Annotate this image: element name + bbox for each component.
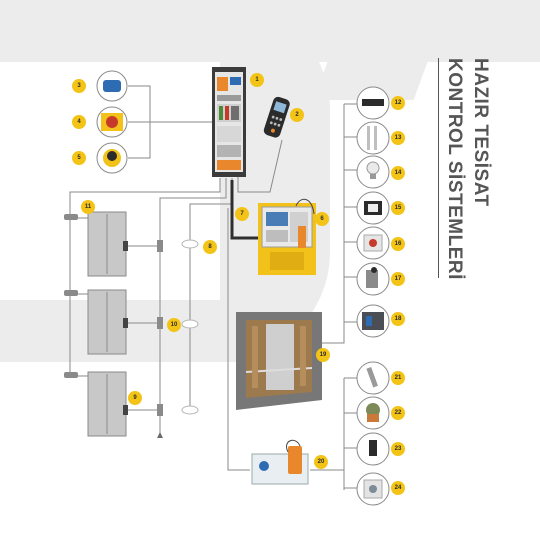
callout-11: 11	[81, 200, 95, 214]
callout-21: 21	[391, 371, 405, 385]
elevator-car	[236, 312, 322, 410]
callout-14: 14	[391, 166, 405, 180]
title-line-2: KONTROL SİSTEMLERİ	[444, 58, 465, 280]
callout-18: 18	[391, 312, 405, 326]
left-switches	[96, 70, 128, 174]
right-component-glyphs	[362, 99, 384, 499]
callout-9: 9	[128, 391, 142, 405]
landing-doors	[87, 211, 128, 437]
callout-19: 19	[316, 348, 330, 362]
inspection-box	[251, 439, 309, 485]
callout-10: 10	[167, 318, 181, 332]
callout-4: 4	[72, 115, 86, 129]
callout-2: 2	[290, 108, 304, 122]
title-underline	[438, 58, 439, 278]
callout-15: 15	[391, 201, 405, 215]
callout-17: 17	[391, 272, 405, 286]
callout-5: 5	[72, 151, 86, 165]
callout-16: 16	[391, 237, 405, 251]
title-line-1: HAZIR TESİSAT	[470, 58, 491, 207]
callout-6: 6	[315, 212, 329, 226]
callout-8: 8	[203, 240, 217, 254]
callout-23: 23	[391, 442, 405, 456]
callout-7: 7	[235, 207, 249, 221]
callout-12: 12	[391, 96, 405, 110]
callout-24: 24	[391, 481, 405, 495]
callout-13: 13	[391, 131, 405, 145]
car-top-panel	[258, 198, 316, 275]
handheld-terminal	[263, 96, 290, 138]
callout-20: 20	[314, 455, 328, 469]
control-cabinet	[212, 67, 246, 177]
callout-3: 3	[72, 79, 86, 93]
callout-22: 22	[391, 406, 405, 420]
callout-1: 1	[250, 73, 264, 87]
